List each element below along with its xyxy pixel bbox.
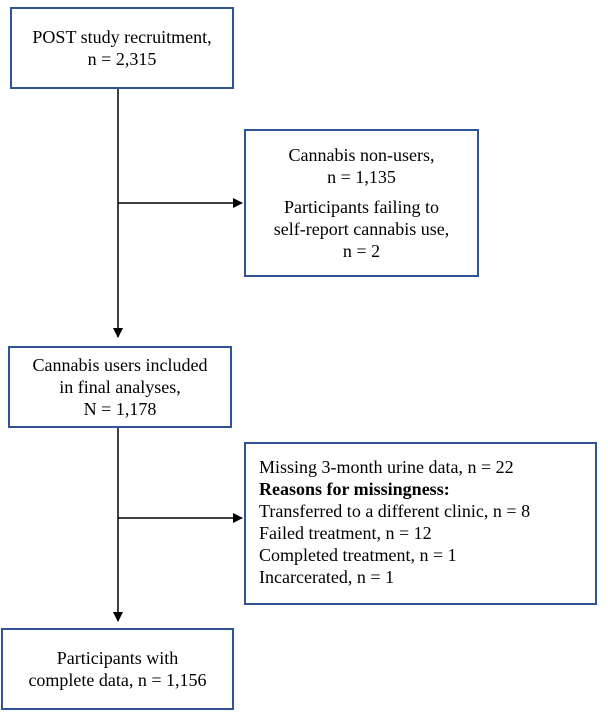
included-line-3: N = 1,178 (83, 399, 157, 419)
included-line-1: Cannabis users included (32, 355, 208, 375)
recruitment-line-1: POST study recruitment, (32, 27, 212, 47)
missing-total-line: Missing 3-month urine data, n = 22 (259, 457, 514, 477)
excluded-failing-line-2: self-report cannabis use, (273, 219, 450, 239)
complete-box: Participants with complete data, n = 1,1… (1, 628, 234, 710)
complete-line-1: Participants with (56, 648, 179, 668)
missing-box: Missing 3-month urine data, n = 22 Reaso… (244, 442, 597, 605)
recruitment-line-2: n = 2,315 (87, 49, 157, 69)
included-line-2: in final analyses, (59, 377, 181, 397)
excluded-box: Cannabis non-users, n = 1,135 Participan… (244, 129, 479, 277)
recruitment-box: POST study recruitment, n = 2,315 (10, 7, 234, 89)
excluded-nonusers-line-2: n = 1,135 (327, 167, 396, 187)
complete-line-2: complete data, n = 1,156 (28, 670, 207, 690)
missing-reason-failed: Failed treatment, n = 12 (259, 523, 432, 543)
missing-reason-incarcerated: Incarcerated, n = 1 (259, 567, 395, 587)
included-box: Cannabis users included in final analyse… (8, 346, 232, 428)
excluded-failing-line-1: Participants failing to (284, 197, 439, 217)
missing-reasons-heading: Reasons for missingness: (259, 479, 450, 499)
excluded-nonusers-line-1: Cannabis non-users, (288, 145, 435, 165)
missing-reason-transferred: Transferred to a different clinic, n = 8 (259, 501, 531, 521)
excluded-failing-line-3: n = 2 (342, 241, 381, 261)
missing-reason-completed: Completed treatment, n = 1 (259, 545, 457, 565)
